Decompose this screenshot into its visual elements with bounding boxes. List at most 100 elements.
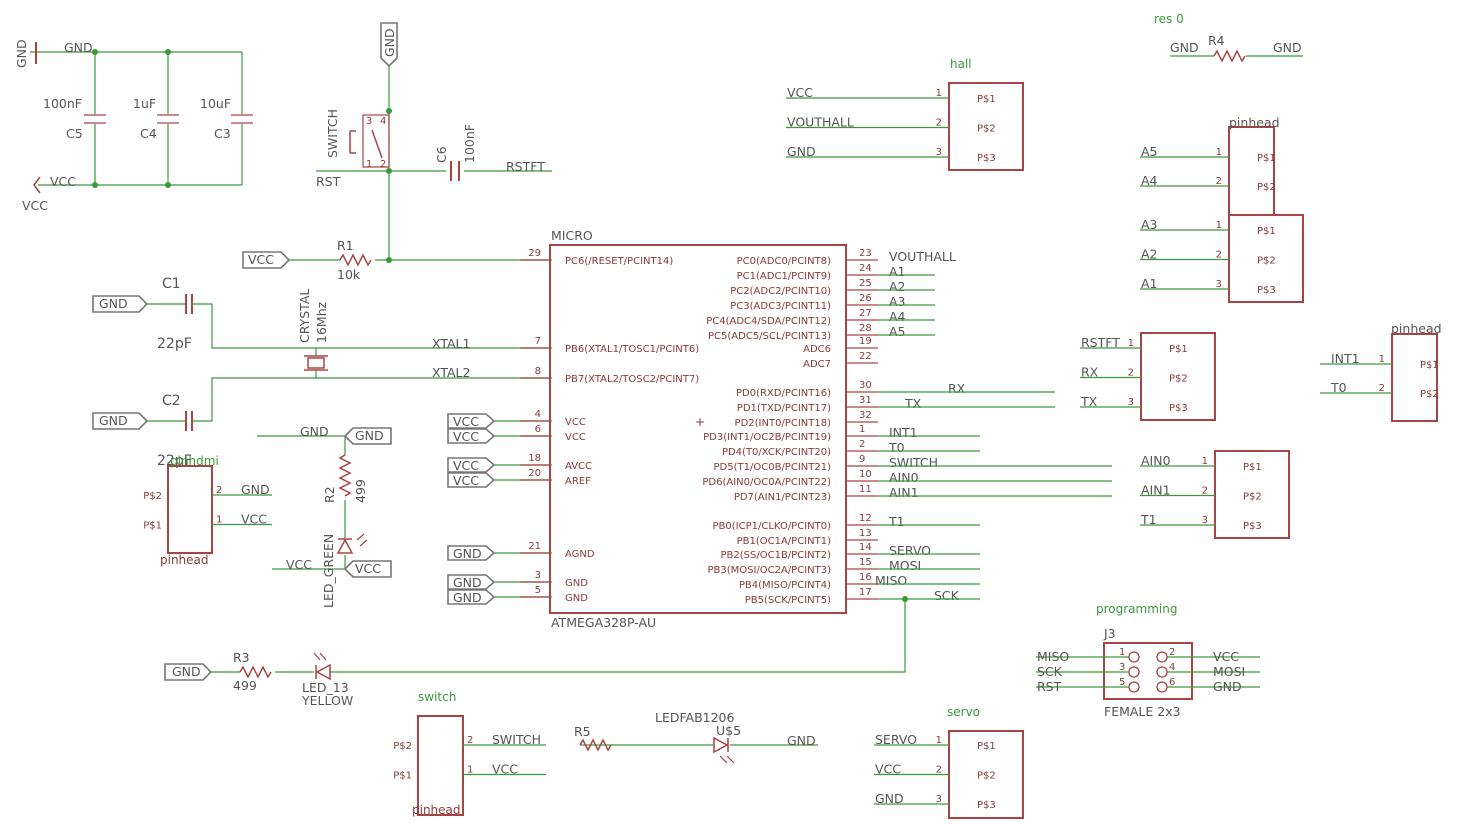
mcu-left-pin-num: 4 [535, 409, 541, 420]
analog-box [1228, 214, 1304, 303]
hall-net: VOUTHALL [787, 115, 854, 130]
serial-pin-name: P$3 [1169, 403, 1188, 414]
mcu-right-pin-num: 2 [859, 439, 865, 450]
vcc-net-label: VCC [50, 174, 76, 189]
mcu-net-label: RX [948, 381, 966, 396]
mcu-left-pin-num: 29 [528, 248, 541, 259]
mcu-net-label: AIN0 [889, 470, 919, 485]
mcu-net-label: A3 [889, 294, 906, 309]
servo-net: VCC [875, 762, 901, 777]
crystal-circuit: GND C1 22pF GND C2 22pF CRYSTAL 16Mhz XT… [92, 276, 552, 469]
mcu-net-label: A4 [889, 309, 906, 324]
analog-net: A2 [1141, 247, 1158, 262]
mcu-left-pin-num: 20 [528, 468, 541, 479]
prog-pad [1128, 681, 1140, 693]
mcu-right-pin-num: 32 [859, 410, 872, 421]
res0-block: res 0 R4 GND GND [1154, 12, 1303, 63]
mcu-right-pin-name: PB0(ICP1/CLKO/PCINT0) [713, 521, 832, 532]
c4-value: 1uF [133, 96, 156, 111]
gnd-flag-5: GND [453, 590, 482, 605]
hall-pin-name: P$2 [977, 124, 996, 135]
pinhead-top-title: pinhead [1229, 115, 1280, 130]
sw-pin2: 2 [380, 159, 386, 170]
c2-name: C2 [162, 393, 181, 409]
analog-net: A3 [1141, 217, 1158, 232]
hall-box [948, 82, 1024, 171]
switch_hdr-net: VCC [492, 762, 518, 777]
mcu-right-pin-name: PD3(INT1/OC2B/PCINT19) [703, 432, 831, 443]
mcu-right-pin-num: 16 [859, 572, 872, 583]
servo-pin-num: 3 [936, 794, 942, 805]
led13-color: YELLOW [301, 693, 353, 708]
analog-pin-name: P$3 [1257, 285, 1276, 296]
pinhead_int-box [1391, 333, 1438, 422]
analog-pin-name: P$1 [1257, 226, 1276, 237]
mcu-right-pin-num: 9 [859, 454, 865, 465]
vcc-symbol-label: VCC [22, 198, 48, 213]
led-vcc-net: VCC [286, 557, 312, 572]
xtal2-net: XTAL2 [432, 365, 470, 380]
analog-pin-num: 3 [1216, 279, 1222, 290]
mcu-left-pin-num: 6 [535, 424, 541, 435]
switch-label: SWITCH [325, 109, 340, 158]
pinhead_top-pin-num: 2 [1216, 176, 1222, 187]
mcu-right-pin-name: ADC6 [803, 344, 831, 355]
power-led: GND GND R2 499 LED_GREEN VCC VCC [257, 424, 392, 608]
mcu-net-label: INT1 [889, 425, 918, 440]
r3-name: R3 [233, 650, 250, 665]
gnd-symbol-label: GND [14, 39, 29, 68]
j3-ref: J3 [1103, 626, 1116, 641]
mcu-left-pin-num: 7 [535, 336, 541, 347]
mcu-right-pin-num: 1 [859, 424, 865, 435]
sw-pin3: 3 [366, 116, 372, 127]
prog-right-num: 4 [1169, 662, 1175, 673]
switch-led-gnd: GND [787, 733, 816, 748]
mcu-right-pin-name: PD0(RXD/PCINT16) [736, 388, 831, 399]
ain-box [1214, 450, 1290, 539]
mcu-right-pin-num: 11 [859, 484, 872, 495]
r4-name: R4 [1208, 33, 1225, 48]
analog-pin-num: 2 [1216, 250, 1222, 261]
hall-net: GND [787, 144, 816, 159]
pinhdmi-net: VCC [241, 512, 267, 527]
res0-title: res 0 [1154, 12, 1184, 26]
ain-pin-name: P$3 [1243, 521, 1262, 532]
pd2-marker: + [695, 415, 705, 429]
mcu-right-pin-name: PD6(AIN0/OC0A/PCINT22) [702, 477, 831, 488]
prog-right-net: GND [1213, 679, 1242, 694]
programming-title: programming [1096, 602, 1177, 616]
r1-vcc-flag: VCC [248, 252, 274, 267]
serial-box [1140, 332, 1216, 421]
mcu-right-pin-num: 22 [859, 351, 872, 362]
ain-pin-name: P$2 [1243, 492, 1262, 503]
switch-bottom: pinhead [412, 803, 461, 817]
mcu-right-pin-name: PD2(INT0/PCINT18) [735, 418, 832, 429]
switch_hdr-pin-name: P$1 [393, 771, 412, 782]
pinhdmi-pin-num: 2 [216, 485, 222, 496]
led13-circuit: GND R3 499 LED_13 YELLOW [164, 650, 353, 708]
led-vcc-flag: VCC [355, 561, 381, 576]
mcu-left-pin-name: AREF [565, 476, 591, 487]
c5-name: C5 [66, 126, 83, 141]
servo-pin-num: 2 [936, 765, 942, 776]
ain-net: AIN1 [1141, 483, 1171, 498]
ain-net: AIN0 [1141, 453, 1171, 468]
mcu-right-pin-num: 19 [859, 336, 872, 347]
prog-left-num: 3 [1119, 662, 1125, 673]
pinhdmi-pin-name: P$2 [143, 491, 162, 502]
mcu-right-pin-name: ADC7 [803, 359, 831, 370]
crystal-freq: 16Mhz [314, 301, 329, 343]
mcu-net-label: T1 [888, 514, 905, 529]
mcu-right-pin-name: PC0(ADC0/PCINT8) [737, 256, 831, 267]
pinhead_int-pin-num: 2 [1379, 383, 1385, 394]
reset-circuit: GND 4 3 1 2 SWITCH RST C6 100nF RSTFT VC… [242, 22, 552, 282]
mcu-right-pin-name: PB5(SCK/PCINT5) [745, 595, 831, 606]
hall-pin-num: 1 [936, 88, 942, 99]
pinhead_top-net: A4 [1141, 173, 1158, 188]
c6-name: C6 [434, 146, 449, 163]
led13-name: LED_13 [302, 680, 349, 695]
mcu-right-pin-name: PD1(TXD/PCINT17) [737, 403, 831, 414]
